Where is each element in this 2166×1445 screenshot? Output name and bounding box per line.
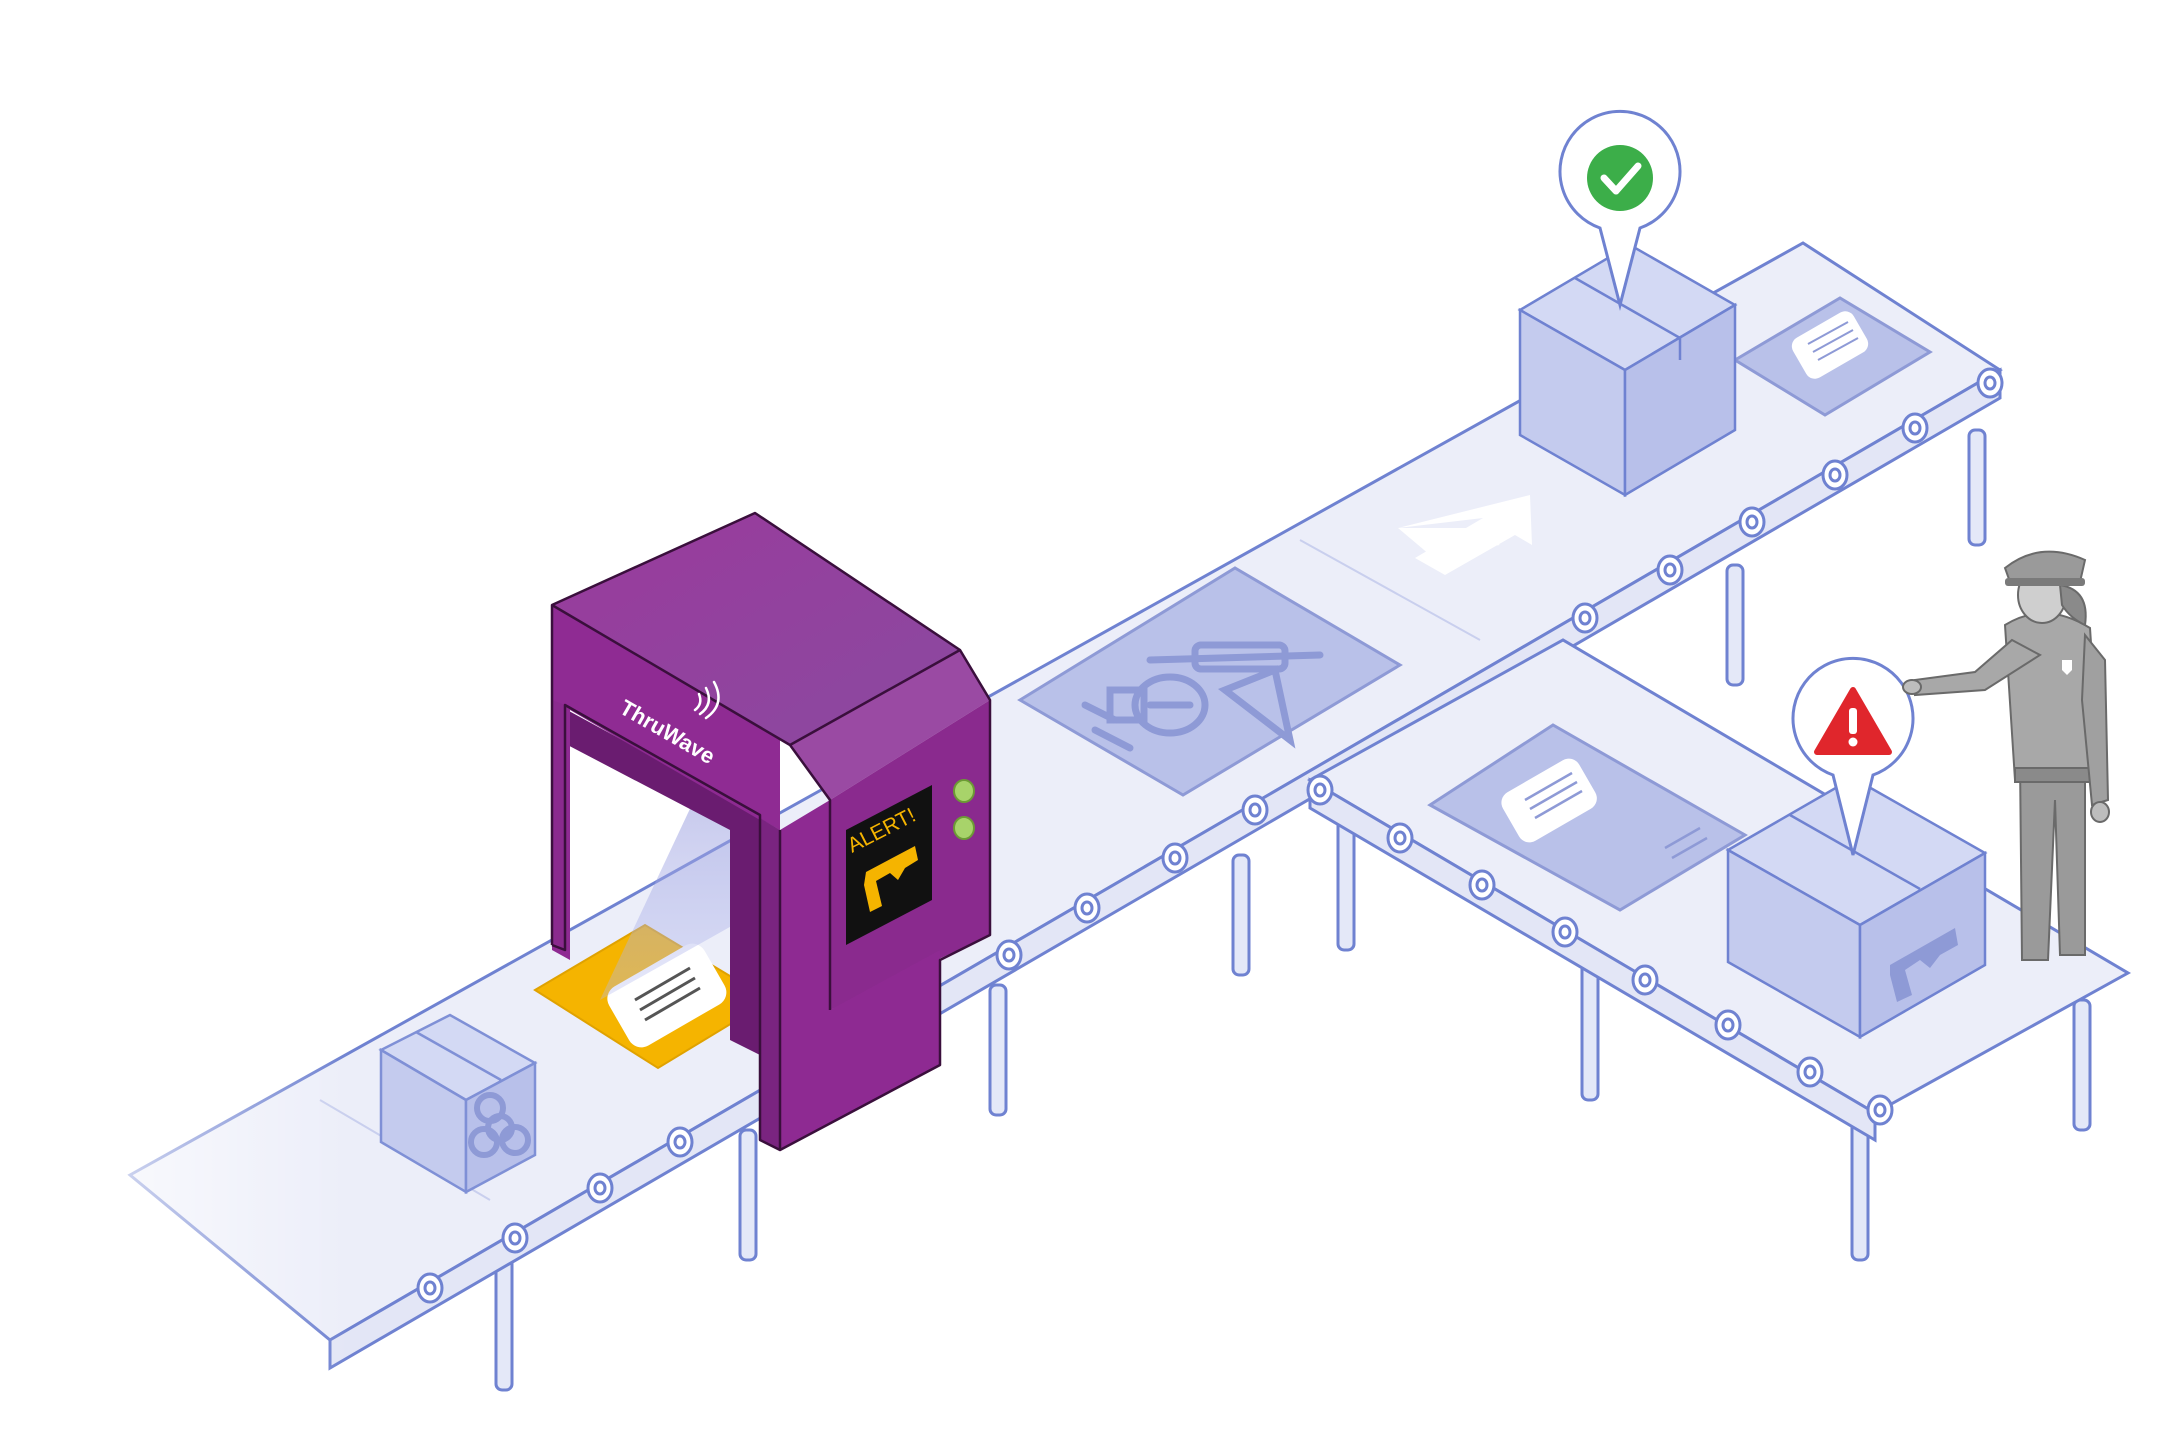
scan-image-document-2 <box>1427 723 1748 912</box>
side-conveyor <box>1306 638 2132 1262</box>
contraband-icon <box>1081 641 1324 752</box>
checkmark-icon <box>1600 162 1642 195</box>
scan-image-contraband <box>1017 566 1403 797</box>
scan-image-document-1 <box>1732 296 1933 417</box>
cleared-box <box>1517 243 1738 498</box>
warning-icon <box>1814 687 1892 755</box>
flagged-box <box>1725 776 1988 1040</box>
gun-icon <box>1890 928 1958 1002</box>
arrow-icon <box>1398 495 1532 575</box>
security-officer-icon <box>1902 550 2110 961</box>
ok-marker <box>1558 110 1682 311</box>
warning-marker <box>1791 657 1915 856</box>
